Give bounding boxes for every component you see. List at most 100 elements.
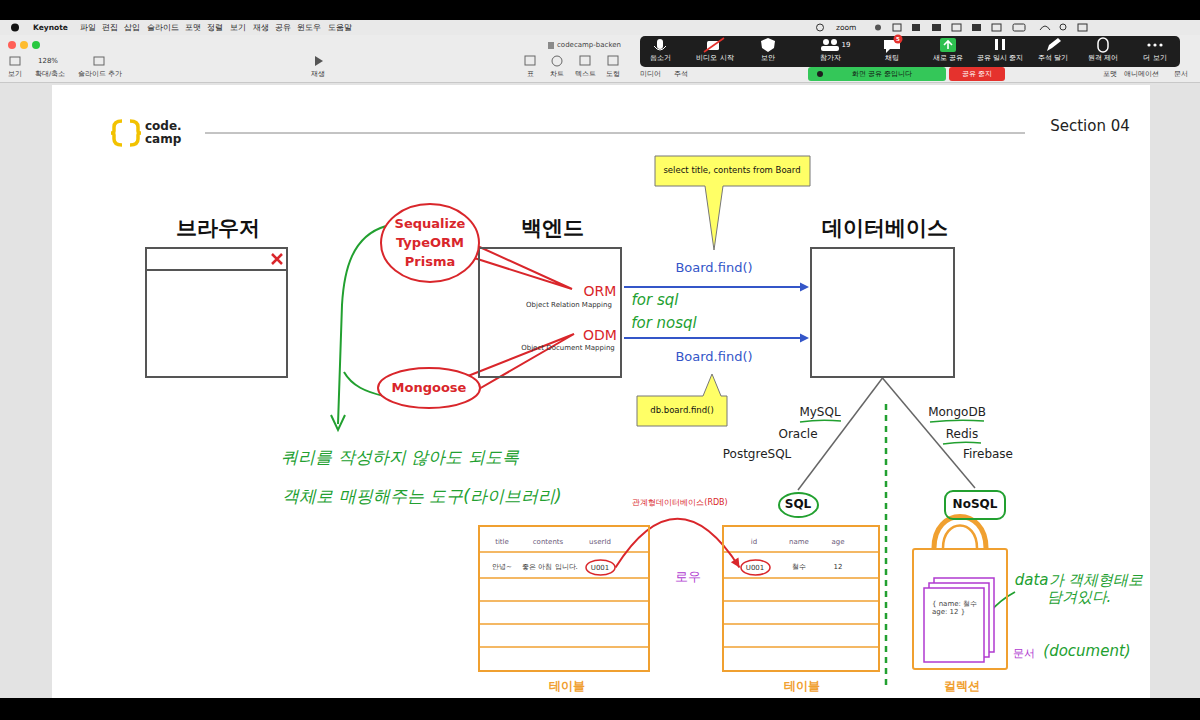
zoom-control-bar-part: [1098, 38, 1108, 52]
toolbar-label: 확대/축소: [35, 71, 65, 78]
database-name: Oracle: [778, 428, 817, 442]
query-callout: db.board.find(): [637, 396, 727, 426]
category-name: SQL: [785, 498, 812, 512]
app-toolbar-part: [525, 56, 535, 65]
slide-artwork-part: [800, 420, 841, 422]
odm-library-bubble: Mongoose: [377, 367, 481, 409]
category-name: NoSQL: [953, 498, 998, 512]
node-heading: 백엔드: [521, 216, 584, 240]
table-cell: 철수: [792, 563, 806, 571]
stop-share-button: 공유 중지: [962, 70, 992, 78]
slide-artwork-part: [111, 121, 122, 145]
database-name: Redis: [946, 428, 978, 442]
callout-shape: [655, 156, 810, 250]
database-name: PostgreSQL: [723, 448, 792, 462]
zoom-control-label: 비디오 시작: [696, 55, 733, 62]
database-name: MongoDB: [928, 406, 986, 420]
query-text: db.board.find(): [650, 406, 714, 416]
app-toolbar-part: [315, 56, 323, 66]
query-callout: select title, contents from Board: [655, 156, 810, 186]
library-name: Mongoose: [392, 381, 467, 396]
menu-item: 정렬: [207, 23, 223, 32]
zoom-level: 128%: [38, 57, 58, 65]
toolbar-label: 표: [527, 71, 534, 78]
callout-shape: [637, 374, 727, 426]
menu-item: 공유: [275, 23, 291, 32]
logo-text: code.: [145, 120, 182, 134]
menu-item: 도움말: [328, 23, 352, 32]
menu-bar-part: [1060, 24, 1066, 30]
category-badge: SQL: [778, 492, 819, 518]
slide-artwork-part: [146, 269, 287, 271]
slide-artwork-part: [272, 254, 282, 264]
slide-artwork-part-part: [479, 600, 649, 602]
app-toolbar-part: [608, 56, 618, 65]
zoom-control-bar-part: [817, 71, 823, 77]
library-name: Sequalize: [395, 217, 466, 232]
slide-artwork-part: [924, 588, 984, 662]
slide-artwork-part: [331, 415, 345, 430]
table-cell: U001: [591, 563, 609, 571]
zoom-control-bar-part: [1153, 43, 1156, 46]
zoom-control-bar-part: [640, 36, 1180, 67]
slide-artwork-part-part: [479, 623, 649, 625]
menu-item: 파일: [80, 23, 96, 32]
query-text: select title, contents from Board: [663, 166, 800, 176]
app-toolbar-part: [580, 56, 590, 65]
slide-artwork-part-part: [479, 551, 649, 553]
slide-artwork-part-part: [723, 623, 879, 625]
zoom-control-bar-part: [1159, 43, 1162, 46]
badge-number: 5: [896, 36, 900, 42]
toolbar-label: 재생: [311, 71, 325, 78]
edge-label: Board.find(): [673, 261, 754, 276]
zoom-control-label: 참가자: [820, 55, 841, 62]
menu-bar: [0, 20, 1200, 35]
zoom-control-bar-part: [654, 46, 666, 50]
slide-artwork-part-part: [479, 646, 649, 648]
toolbar-label: 텍스트: [575, 71, 596, 78]
zoom-control-bar: [640, 35, 1180, 82]
participant-count: 19: [842, 40, 851, 48]
handwritten-note: for nosql: [631, 315, 697, 332]
table-cell: 12: [834, 563, 843, 571]
slide-artwork-part-part: [479, 577, 649, 579]
zoom-control-bar-part: [1047, 38, 1061, 51]
slide-artwork: [111, 121, 1025, 690]
slide-artwork-part: [934, 517, 986, 549]
handwritten-note: (document): [1043, 643, 1130, 660]
zoom-control-label: 공유 일시 중지: [977, 55, 1023, 62]
menu-item: 슬라이드: [147, 23, 179, 32]
slide-artwork-part-part: [723, 577, 879, 579]
zoom-control-bar-part: [821, 46, 839, 51]
node-heading: 데이터베이스: [822, 216, 948, 240]
backend-box: 백엔드ORMObject Relation MappingODMObject D…: [478, 247, 622, 378]
slide-canvas-part: [52, 85, 1150, 698]
app-toolbar-part: [0, 35, 1200, 83]
app-menu: Keynote: [33, 23, 68, 32]
outline-ellipse: [741, 560, 770, 575]
sharing-status: 화면 공유 중입니다: [852, 70, 912, 78]
toolbar-label: 포맷: [1103, 71, 1117, 78]
menu-bar-part: [912, 24, 920, 31]
slide-canvas: [0, 83, 1200, 698]
arrowhead: [800, 334, 809, 343]
menu-bar-part: [11, 24, 19, 32]
toolbar-label: 슬라이드 추가: [78, 71, 122, 78]
zoom-control-bar-part: [949, 67, 1005, 81]
slide-artwork-part: [943, 442, 981, 444]
menu-bar-part: [1040, 26, 1050, 30]
app-toolbar-part: [94, 57, 104, 65]
table-caption: 테이블: [549, 680, 585, 694]
zoom-control-label: 채팅: [885, 55, 899, 62]
zoom-control-label: 더 보기: [1143, 55, 1166, 62]
handwritten-note: 객체로 매핑해주는 도구(라이브러리): [282, 487, 561, 507]
zoom-control-bar-part: [940, 38, 956, 52]
zoom-control-label: 새로 공유: [933, 55, 963, 62]
column-header: title: [495, 538, 509, 546]
zoom-control-bar-part: [808, 67, 946, 81]
table-caption: 테이블: [784, 680, 820, 694]
section-number: Section 04: [1050, 118, 1130, 135]
zoom-control-bar-part: [894, 35, 903, 44]
